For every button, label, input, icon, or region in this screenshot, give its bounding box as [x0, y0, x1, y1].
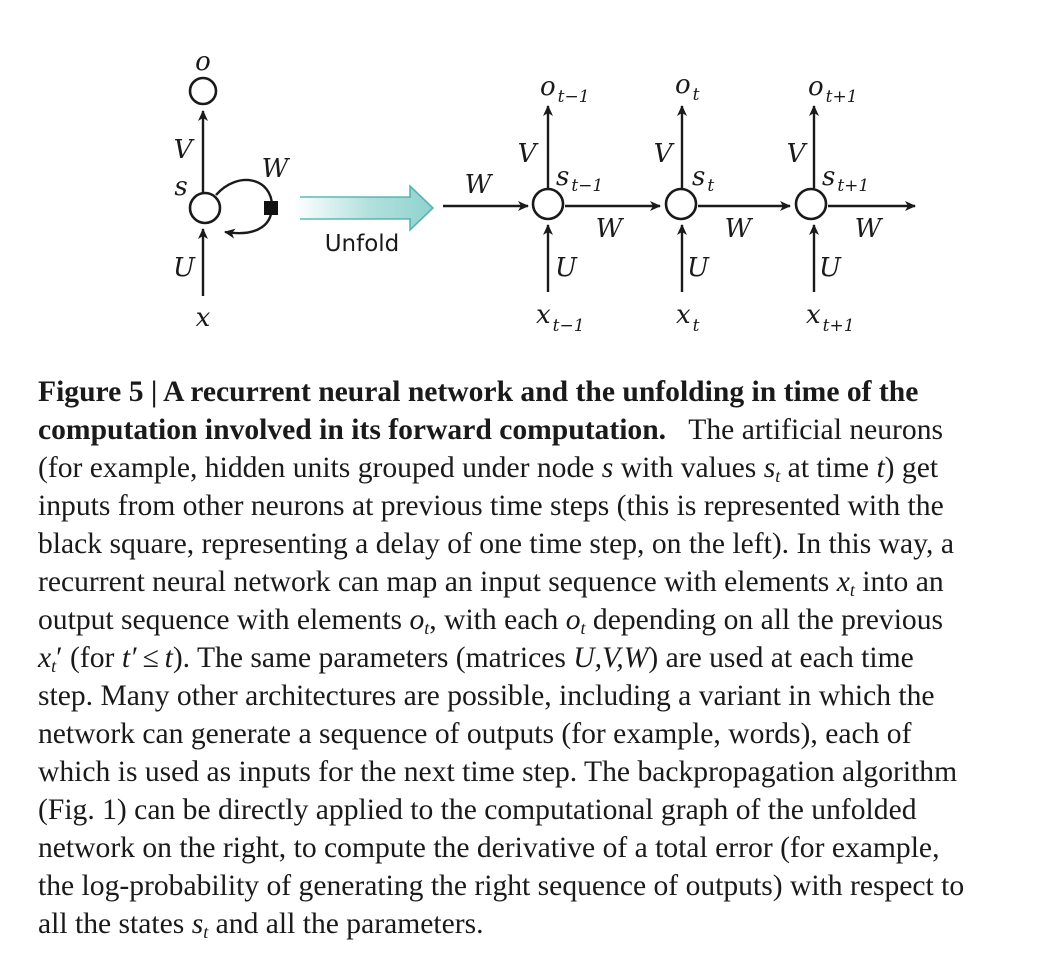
caption-line-2: computation involved in its forward comp…	[38, 411, 1050, 449]
caption-line-13: network on the right, to compute the der…	[38, 832, 940, 864]
w-label-t-plus-1: W	[855, 214, 884, 244]
incoming-w-label: W	[465, 170, 494, 200]
folded-rnn: o V s W U x	[173, 47, 291, 333]
caption-title-line-1: Figure 5 | A recurrent neural network an…	[38, 376, 919, 408]
caption-line-12: (Fig. 1) can be directly applied to the …	[38, 794, 917, 826]
u-label-t-minus-1: U	[555, 253, 578, 283]
caption-line-10: network can generate a sequence of outpu…	[38, 718, 912, 750]
w-label-t: W	[725, 214, 754, 244]
caption-title-line-2: computation involved in its forward comp…	[38, 414, 667, 446]
delay-square	[264, 201, 278, 215]
hidden-node-t	[664, 187, 698, 221]
v-label-t: V	[654, 139, 675, 169]
u-label-t-plus-1: U	[819, 253, 842, 283]
caption-line-6: recurrent neural network can map an inpu…	[38, 566, 944, 600]
caption-line-15: all the states st and all the parameters…	[38, 908, 484, 942]
caption-line-11: which is used as inputs for the next tim…	[38, 756, 958, 788]
unfold-arrow-body	[294, 186, 433, 230]
v-label-t-minus-1: V	[518, 139, 539, 169]
folded-output-node	[188, 76, 218, 106]
caption-body-start: The artificial neurons	[688, 414, 944, 446]
figure-caption: Figure 5 | A recurrent neural network an…	[38, 373, 1050, 943]
unfold-arrow-outline	[300, 184, 435, 232]
caption-line-4: inputs from other neurons at previous ti…	[38, 490, 944, 522]
folded-v-label: V	[174, 135, 195, 165]
caption-line-9: step. Many other architectures are possi…	[38, 680, 935, 712]
folded-hidden-label: s	[174, 172, 187, 202]
v-label-t-plus-1: V	[787, 139, 808, 169]
unfold-label: Unfold	[325, 231, 400, 257]
folded-hidden-node	[188, 191, 222, 225]
folded-w-label: W	[262, 154, 291, 184]
unfold-arrow: Unfold	[294, 184, 435, 257]
caption-line-5: black square, representing a delay of on…	[38, 528, 954, 560]
folded-output-label: o	[195, 47, 211, 77]
folded-input-label: x	[196, 303, 211, 333]
caption-line-8: xt′ (for t′ ≤ t). The same parameters (m…	[38, 642, 914, 676]
w-label-t-minus-1: W	[596, 214, 625, 244]
hidden-node-t-plus-1	[794, 187, 828, 221]
caption-line-14: the log-probability of generating the ri…	[38, 870, 965, 902]
folded-u-label: U	[173, 253, 196, 283]
caption-line-3: (for example, hidden units grouped under…	[38, 452, 939, 486]
u-label-t: U	[687, 253, 710, 283]
folded-recurrent-loop	[215, 178, 274, 239]
hidden-node-t-minus-1	[531, 187, 565, 221]
caption-line-7: output sequence with elements ot, with e…	[38, 604, 944, 638]
